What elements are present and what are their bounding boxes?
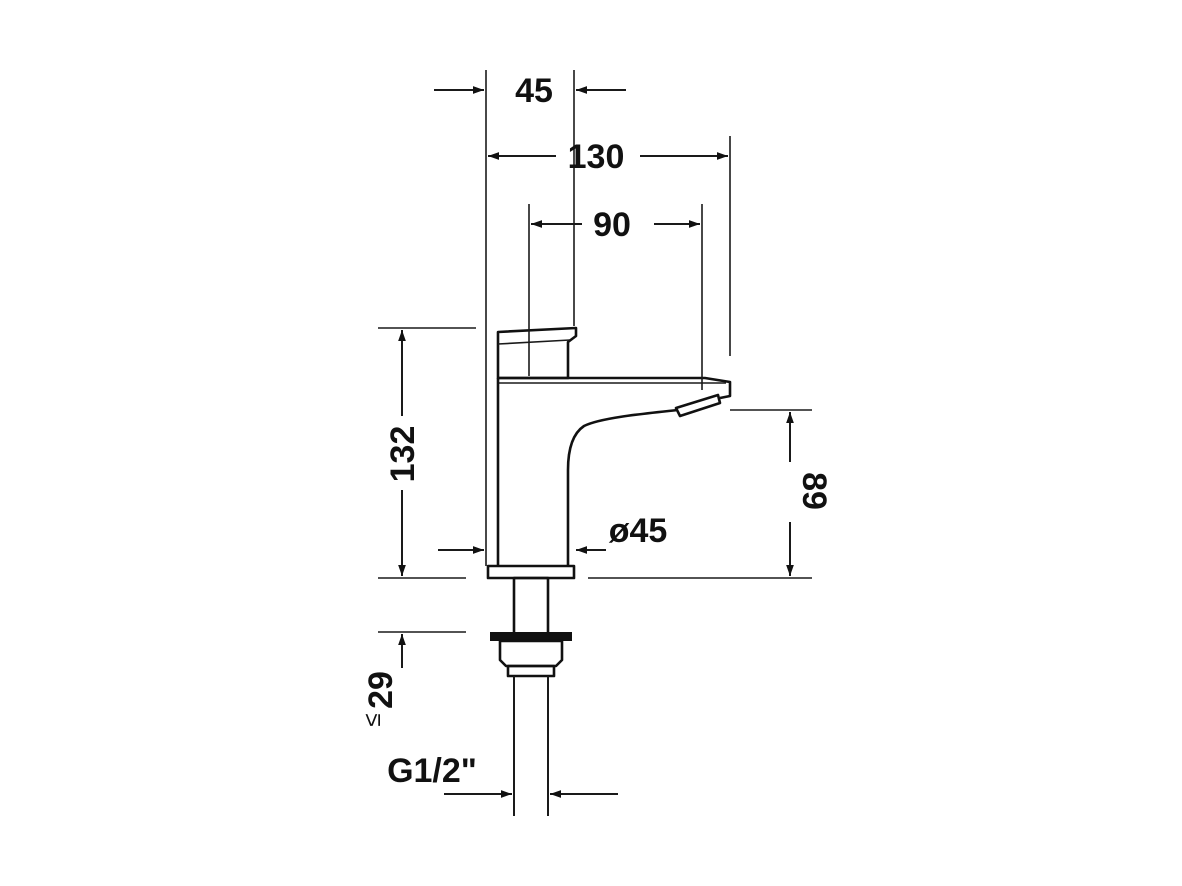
dim-label-spout-reach: 90 xyxy=(593,206,631,244)
base-flange xyxy=(486,564,576,580)
dim-label-deck-thickness: 29 xyxy=(362,671,400,709)
extension-lines xyxy=(378,70,812,633)
spout-underside xyxy=(566,408,679,566)
lever-inner-line xyxy=(497,339,571,345)
dim-label-spout-height: 89 xyxy=(795,472,833,510)
lock-nut-lower xyxy=(506,664,556,678)
dim-label-total-depth: 130 xyxy=(568,138,625,176)
dim-label-connection-thread: G1/2" xyxy=(387,752,477,790)
lever-handle xyxy=(496,326,578,380)
aerator xyxy=(674,393,722,418)
lock-nut xyxy=(498,639,564,668)
dim-label-deck-thickness-symbol: ≤ xyxy=(359,713,386,726)
dimension-labels: 45 130 90 132 89 ø45 29 ≤ G1/2" xyxy=(359,72,833,790)
dimension-lines xyxy=(398,86,794,798)
mounting-shank xyxy=(512,576,550,636)
spout-top xyxy=(498,376,732,400)
faucet-outline xyxy=(486,326,732,816)
dim-label-total-height: 132 xyxy=(384,426,422,483)
lock-nut-washer xyxy=(490,632,572,641)
dim-label-spout-offset: 45 xyxy=(515,72,553,110)
dim-label-base-diameter: ø45 xyxy=(609,512,668,550)
